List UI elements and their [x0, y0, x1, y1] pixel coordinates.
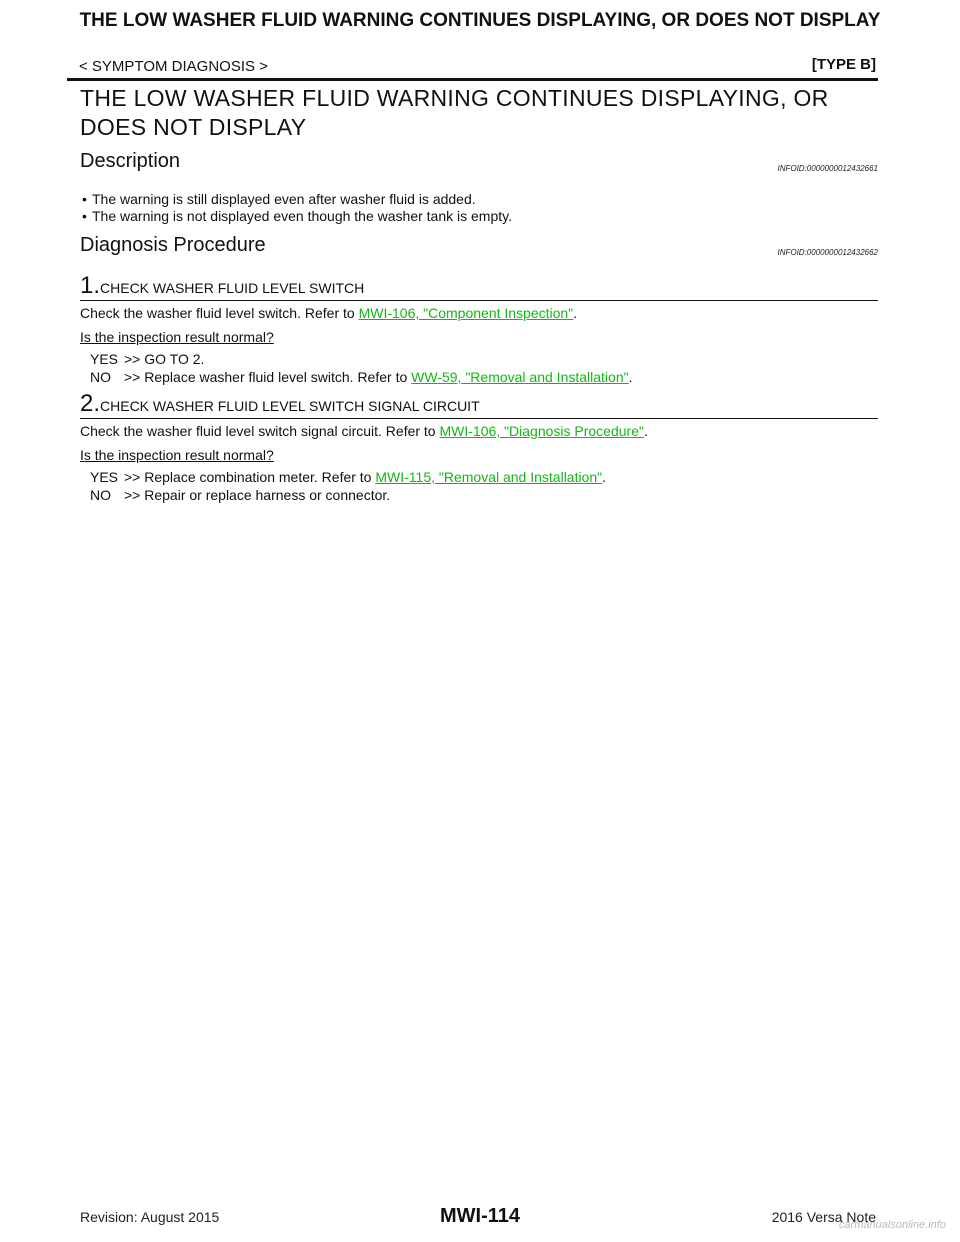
yes-label: YES — [90, 469, 119, 485]
body-suffix: . — [643, 423, 648, 439]
body-suffix: . — [573, 305, 578, 321]
no-text: >> Replace washer fluid level switch. Re… — [124, 369, 412, 385]
step-title: CHECK WASHER FLUID LEVEL SWITCH — [100, 280, 365, 296]
ref-link[interactable]: MWI-115, "Removal and Installation" — [375, 469, 603, 485]
no-label: NO — [90, 369, 111, 385]
step-1-header: 1.CHECK WASHER FLUID LEVEL SWITCH — [80, 274, 878, 301]
yes-text: >> Replace combination meter. Refer to — [124, 469, 376, 485]
no-label: NO — [90, 487, 111, 503]
step-2-question: Is the inspection result normal? — [80, 447, 274, 463]
step-1-question: Is the inspection result normal? — [80, 329, 274, 345]
step-number: 2. — [80, 390, 101, 417]
description-heading: Description — [80, 150, 181, 172]
body-text: Check the washer fluid level switch. Ref… — [80, 305, 359, 321]
header-divider — [67, 78, 878, 81]
model-name: 2016 Versa Note — [771, 1209, 876, 1225]
bullet-item: The warning is not displayed even though… — [80, 208, 880, 225]
revision-date: Revision: August 2015 — [80, 1209, 220, 1225]
ref-link[interactable]: WW-59, "Removal and Installation" — [411, 369, 629, 385]
description-infoid: INFOID:0000000012432661 — [777, 164, 878, 173]
step-2-no: NO >> Repair or replace harness or connec… — [90, 487, 390, 504]
bullet-item: The warning is still displayed even afte… — [80, 191, 880, 208]
step-2-header: 2.CHECK WASHER FLUID LEVEL SWITCH SIGNAL… — [80, 392, 878, 419]
breadcrumb: < SYMPTOM DIAGNOSIS > — [79, 58, 268, 75]
watermark: carmanualsonline.info — [838, 1219, 946, 1231]
step-2-yes: YES >> Replace combination meter. Refer t… — [90, 469, 606, 486]
ref-link[interactable]: MWI-106, "Diagnosis Procedure" — [439, 423, 644, 439]
yes-suffix: . — [602, 469, 607, 485]
description-section-header: Description INFOID:0000000012432661 — [80, 150, 880, 176]
ref-link[interactable]: MWI-106, "Component Inspection" — [358, 305, 574, 321]
step-2-body: Check the washer fluid level switch sign… — [80, 423, 648, 440]
diagnosis-infoid: INFOID:0000000012432662 — [777, 248, 878, 257]
type-badge: [TYPE B] — [811, 56, 876, 73]
yes-text: >> GO TO 2. — [124, 351, 205, 367]
diagnosis-heading: Diagnosis Procedure — [80, 234, 266, 256]
no-suffix: . — [628, 369, 633, 385]
page-number: MWI-114 — [439, 1205, 521, 1227]
step-1-yes: YES >> GO TO 2. — [90, 351, 204, 368]
no-text: >> Repair or replace harness or connecto… — [124, 487, 391, 503]
page-title: THE LOW WASHER FLUID WARNING CONTINUES D… — [80, 85, 829, 140]
step-1-no: NO >> Replace washer fluid level switch. … — [90, 369, 632, 386]
step-1-body: Check the washer fluid level switch. Ref… — [80, 305, 577, 322]
step-title: CHECK WASHER FLUID LEVEL SWITCH SIGNAL C… — [100, 398, 480, 414]
description-bullets: The warning is still displayed even afte… — [80, 191, 880, 225]
diagnosis-section-header: Diagnosis Procedure INFOID:0000000012432… — [80, 234, 880, 260]
step-number: 1. — [80, 272, 101, 299]
yes-label: YES — [90, 351, 119, 367]
body-text: Check the washer fluid level switch sign… — [80, 423, 440, 439]
header-title: THE LOW WASHER FLUID WARNING CONTINUES D… — [79, 10, 881, 31]
